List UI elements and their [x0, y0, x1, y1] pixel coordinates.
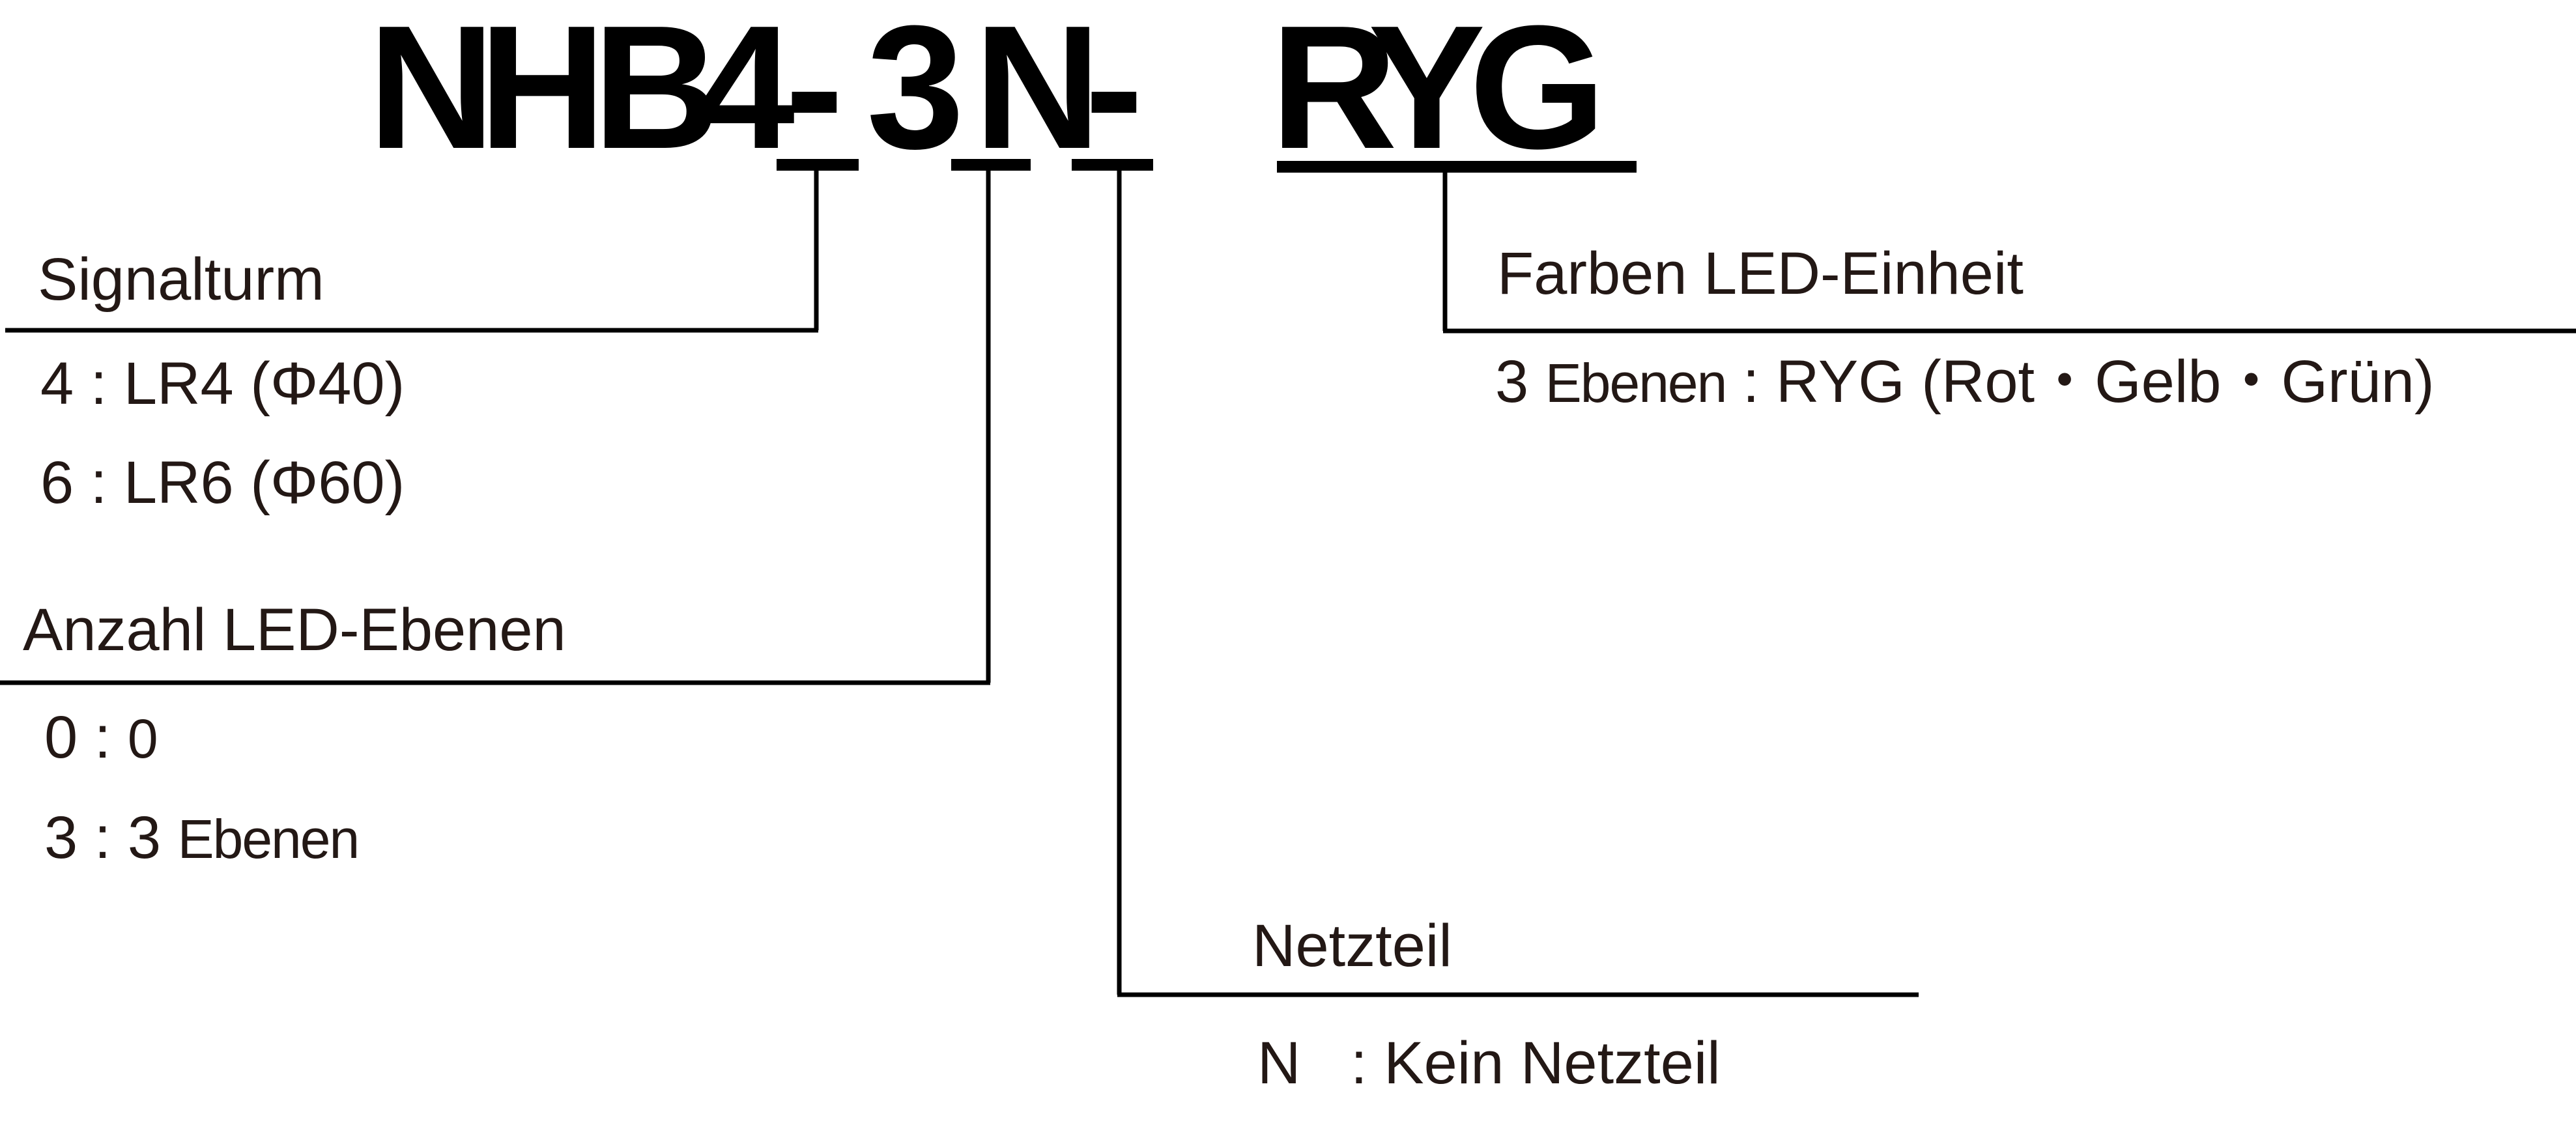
- signalturm-title: Signalturm: [38, 246, 324, 313]
- anzahl-option-0: 0 : 0: [44, 707, 158, 769]
- anzahl-option-3: 3 : 3 Ebenen: [44, 805, 360, 871]
- code-char-4: 4: [697, 0, 795, 186]
- netzteil-option-n: N : Kein Netzteil: [1257, 1033, 1721, 1093]
- option-code: 4: [40, 350, 74, 417]
- option-sep: :: [1351, 1030, 1367, 1096]
- option-sep: :: [1742, 349, 1760, 415]
- option-desc: LR6 (Φ60): [123, 449, 405, 516]
- anzahl-title: Anzahl LED-Ebenen: [23, 597, 566, 663]
- option-suffix: Ebenen: [177, 808, 360, 870]
- signalturm-option-4: 4 : LR4 (Φ40): [40, 354, 405, 414]
- option-unit: Ebenen: [1545, 352, 1728, 414]
- option-desc: Kein Netzteil: [1384, 1030, 1721, 1096]
- option-sep: :: [94, 704, 111, 771]
- option-desc: 3: [127, 805, 162, 871]
- farben-title: Farben LED-Einheit: [1497, 240, 2024, 307]
- option-desc: 0: [127, 708, 158, 769]
- option-desc: LR4 (Φ40): [123, 350, 405, 417]
- option-sep: :: [94, 805, 111, 871]
- signalturm-option-6: 6 : LR6 (Φ60): [40, 453, 405, 513]
- option-desc: RYG (Rot・Gelb・Grün): [1776, 349, 2435, 415]
- option-code: 3: [1495, 349, 1529, 415]
- netzteil-title: Netzteil: [1252, 913, 1452, 979]
- option-sep: :: [90, 449, 107, 516]
- option-sep: :: [90, 350, 107, 417]
- option-code: 0: [44, 704, 78, 771]
- option-code: 3: [44, 805, 78, 871]
- option-code: 6: [40, 449, 74, 516]
- code-char-dash-2: -: [1085, 0, 1143, 186]
- option-code: N: [1257, 1030, 1301, 1096]
- code-char-3: 3: [866, 0, 965, 186]
- farben-option-3: 3 Ebenen : RYG (Rot・Gelb・Grün): [1495, 352, 2435, 412]
- code-char-dash-1: -: [785, 0, 844, 186]
